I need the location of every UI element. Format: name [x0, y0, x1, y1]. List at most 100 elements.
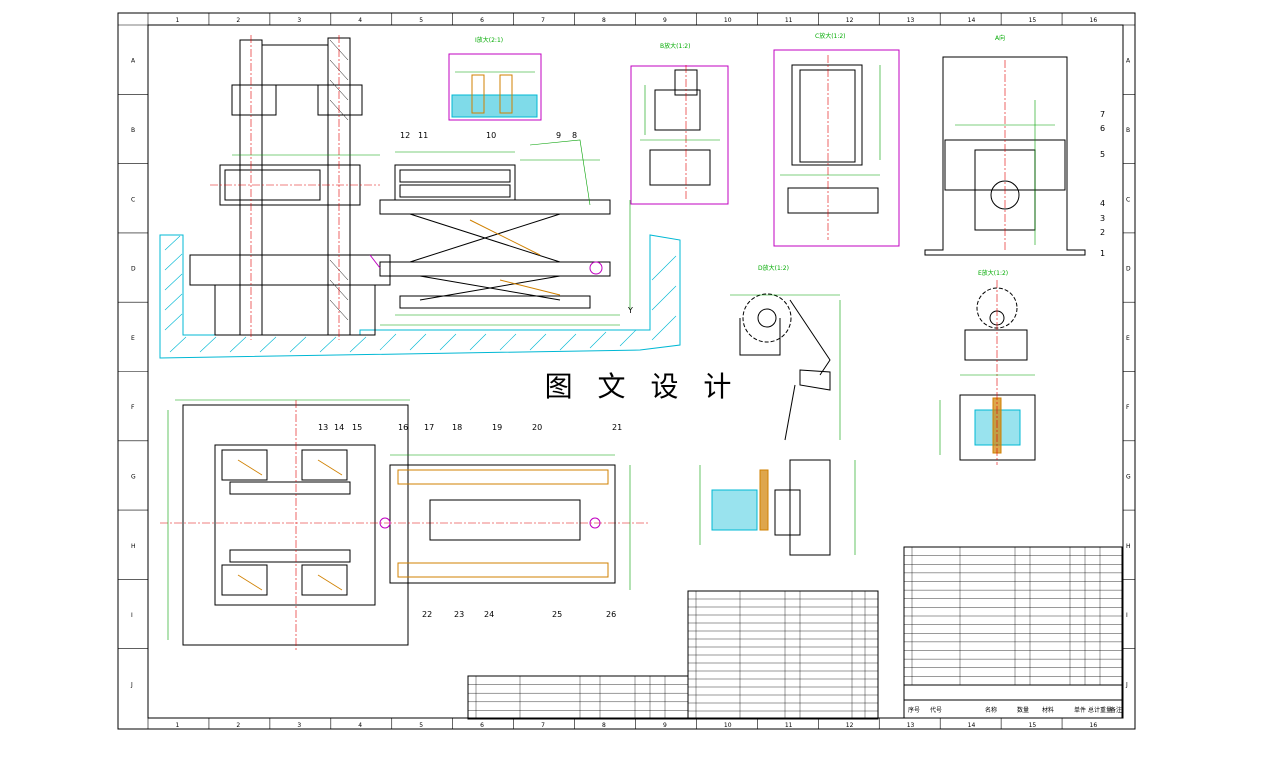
zone-row-J: J: [130, 681, 133, 688]
zone-col-bottom-6: 6: [480, 722, 484, 729]
svg-text:1: 1: [1100, 249, 1105, 258]
zone-row-D: D: [131, 266, 136, 273]
zone-col-bottom-2: 2: [236, 722, 240, 729]
view-a-title: A向: [995, 34, 1005, 42]
zone-col-bottom-1: 1: [175, 722, 179, 729]
outer-border: [117, 12, 1136, 730]
zone-col-6: 6: [480, 17, 484, 24]
svg-text:18: 18: [452, 423, 462, 432]
svg-text:2: 2: [1100, 228, 1105, 237]
detail-i-title: I放大(2:1): [475, 36, 503, 44]
zone-row-right-I: I: [1126, 612, 1128, 619]
detail-c: C放大(1:2): [773, 32, 900, 247]
zone-row-F: F: [131, 404, 135, 411]
title-block-header: 单件: [1074, 706, 1086, 714]
zone-col-bottom-5: 5: [419, 722, 423, 729]
detail-d-title: D放大(1:2): [758, 264, 789, 272]
zone-col-bottom-8: 8: [602, 722, 606, 729]
svg-text:3: 3: [1100, 214, 1105, 223]
zone-row-right-J: J: [1125, 681, 1128, 688]
detail-c-title: C放大(1:2): [815, 32, 846, 40]
svg-text:7: 7: [1100, 110, 1105, 119]
zone-col-7: 7: [541, 17, 545, 24]
detail-b: B放大(1:2): [630, 42, 729, 205]
zone-col-bottom-12: 12: [846, 722, 854, 729]
main-elevation-view: 12 11 10 9 8 Y: [159, 35, 681, 359]
zone-col-bottom-11: 11: [785, 722, 793, 729]
zone-col-bottom-16: 16: [1090, 722, 1098, 729]
parts-list-right: [903, 546, 1123, 686]
zone-col-bottom-13: 13: [907, 722, 915, 729]
detail-d: D放大(1:2): [730, 264, 841, 441]
zone-row-right-D: D: [1126, 266, 1131, 273]
zone-row-right-E: E: [1126, 335, 1130, 342]
svg-text:15: 15: [352, 423, 362, 432]
svg-text:Y: Y: [627, 306, 633, 315]
zone-col-4: 4: [358, 17, 362, 24]
zone-col-bottom-15: 15: [1029, 722, 1037, 729]
zone-row-C: C: [131, 196, 135, 203]
svg-text:24: 24: [484, 610, 494, 619]
title-block-header: 材料: [1042, 706, 1054, 714]
title-block-header: 名称: [985, 706, 997, 714]
parts-list-left: [467, 675, 689, 720]
svg-text:5: 5: [1100, 150, 1105, 159]
zone-row-G: G: [131, 473, 136, 480]
zone-col-11: 11: [785, 17, 793, 24]
zone-col-bottom-3: 3: [297, 722, 301, 729]
svg-text:22: 22: [422, 610, 432, 619]
detail-e-title: E放大(1:2): [978, 269, 1008, 277]
zone-col-15: 15: [1029, 17, 1037, 24]
callout-8: 8: [572, 131, 577, 140]
zone-col-8: 8: [602, 17, 606, 24]
parts-list-middle: [687, 590, 879, 720]
zone-row-I: I: [131, 612, 133, 619]
zone-row-B: B: [131, 127, 135, 134]
svg-text:6: 6: [1100, 124, 1105, 133]
zone-row-right-C: C: [1126, 196, 1130, 203]
callout-9: 9: [556, 131, 561, 140]
svg-text:20: 20: [532, 423, 542, 432]
zone-row-right-F: F: [1126, 404, 1130, 411]
title-block-header: 序号: [908, 706, 920, 714]
zone-row-A: A: [131, 58, 136, 65]
svg-text:13: 13: [318, 423, 328, 432]
zone-col-2: 2: [236, 17, 240, 24]
zone-col-9: 9: [663, 17, 667, 24]
zone-col-13: 13: [907, 17, 915, 24]
svg-text:21: 21: [612, 423, 622, 432]
detail-e: E放大(1:2): [939, 269, 1036, 465]
detail-i: I放大(2:1): [448, 36, 542, 121]
detail-b-title: B放大(1:2): [660, 42, 690, 50]
zone-col-1: 1: [175, 17, 179, 24]
zone-col-bottom-7: 7: [541, 722, 545, 729]
zone-markers-top: 1122334455667788991010111112121313141415…: [147, 13, 1098, 729]
zone-col-bottom-10: 10: [724, 722, 732, 729]
svg-text:23: 23: [454, 610, 464, 619]
zone-col-16: 16: [1090, 17, 1098, 24]
clamp-detail: [699, 459, 856, 556]
zone-col-10: 10: [724, 17, 732, 24]
zone-col-bottom-9: 9: [663, 722, 667, 729]
title-block-header: 总计: [1088, 706, 1100, 714]
svg-text:19: 19: [492, 423, 502, 432]
svg-text:4: 4: [1100, 199, 1105, 208]
zone-col-5: 5: [419, 17, 423, 24]
callout-10: 10: [486, 131, 496, 140]
zone-col-bottom-14: 14: [968, 722, 976, 729]
title-block-header: 备注: [1110, 706, 1122, 714]
zone-col-12: 12: [846, 17, 854, 24]
zone-row-right-A: A: [1126, 58, 1131, 65]
zone-row-right-B: B: [1126, 127, 1130, 134]
title-block-header: 重量: [1100, 706, 1112, 714]
svg-text:17: 17: [424, 423, 434, 432]
zone-col-3: 3: [297, 17, 301, 24]
zone-col-14: 14: [968, 17, 976, 24]
svg-text:25: 25: [552, 610, 562, 619]
title-block-header: 代号: [930, 706, 942, 714]
zone-row-right-H: H: [1126, 543, 1131, 550]
zone-row-right-G: G: [1126, 473, 1131, 480]
